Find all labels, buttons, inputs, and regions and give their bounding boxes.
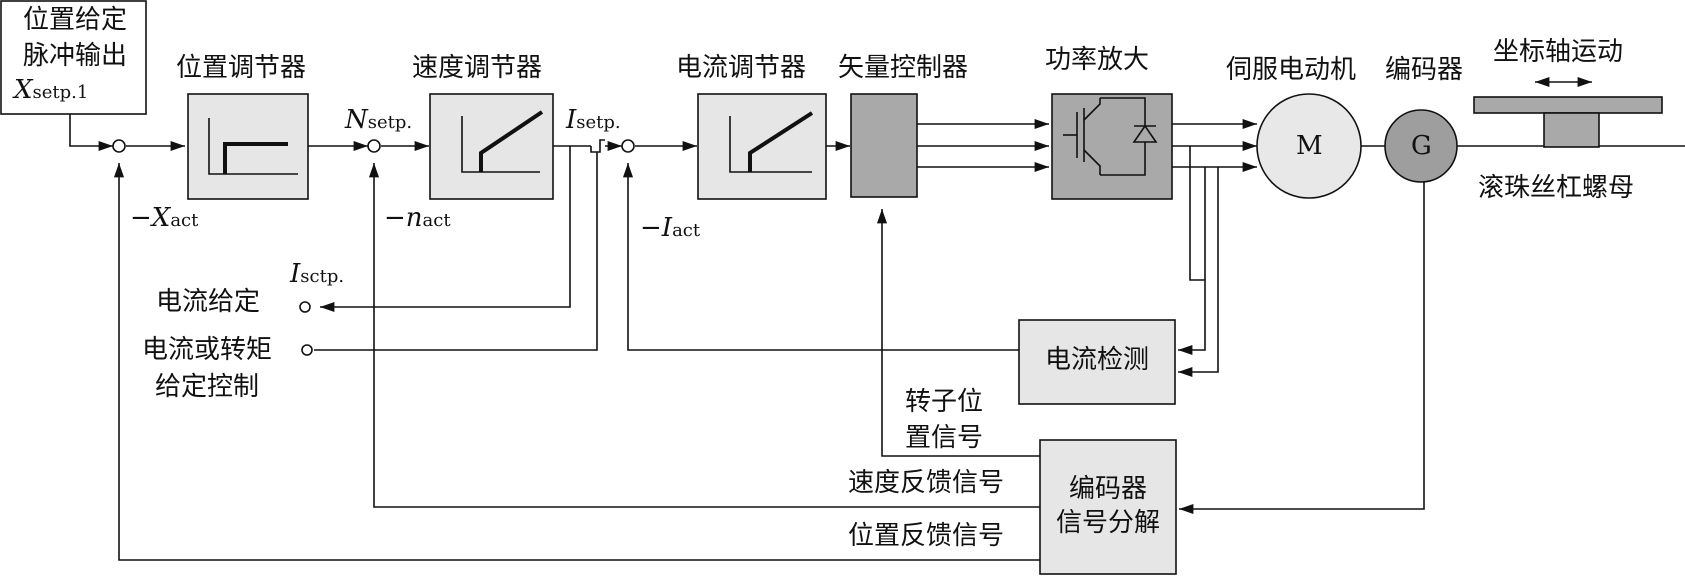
encoder-letter: G	[1411, 131, 1432, 161]
speed-feedback-label: 速度反馈信号	[848, 468, 1005, 498]
servo-motor-circle	[1256, 93, 1362, 199]
i-sctp-label: Isctp.	[290, 259, 345, 289]
position-setpoint-box	[0, 0, 147, 115]
n-setp-label: Nsetp.	[345, 105, 413, 135]
machine-table	[1473, 96, 1663, 114]
encoder-decomposition-line2: 信号分解	[1055, 508, 1160, 538]
position-regulator-title: 位置调节器	[176, 53, 307, 83]
servo-motor-title: 伺服电动机	[1226, 55, 1357, 85]
current-detection-label: 电流检测	[1045, 345, 1150, 375]
current-regulator-title: 电流调节器	[676, 53, 807, 83]
current-detection-box	[1018, 319, 1176, 405]
rotor-position-line2: 置信号	[905, 423, 984, 453]
x-act-label: −Xact	[130, 203, 199, 233]
power-amplifier-title: 功率放大	[1045, 45, 1150, 75]
position-feedback-label: 位置反馈信号	[848, 521, 1005, 551]
encoder-title: 编码器	[1385, 55, 1464, 85]
position-setpoint-symbol: Xsetp.1	[14, 75, 89, 105]
rotor-position-line1: 转子位	[905, 387, 984, 417]
ball-screw-nut	[1543, 112, 1600, 148]
torque-control-line1: 电流或转矩	[142, 335, 273, 365]
speed-regulator-title: 速度调节器	[412, 53, 543, 83]
i-act-label: −Iact	[640, 213, 701, 243]
i-setp-label: Isetp.	[566, 105, 621, 135]
vector-controller-title: 矢量控制器	[838, 53, 969, 83]
n-act-label: −nact	[384, 203, 451, 233]
vector-controller-box	[850, 93, 918, 198]
encoder-decomposition-line1: 编码器	[1068, 474, 1147, 504]
current-setpoint-label: 电流给定	[156, 287, 261, 317]
position-setpoint-line1: 位置给定	[22, 5, 127, 35]
position-setpoint-label: 位置给定 脉冲输出	[8, 2, 142, 74]
encoder-decomposition-label: 编码器 信号分解	[1040, 472, 1176, 540]
position-regulator-box	[187, 93, 309, 200]
ball-screw-title: 滚珠丝杠螺母	[1478, 173, 1635, 203]
axis-motion-title: 坐标轴运动	[1493, 37, 1624, 67]
encoder-decomposition-box	[1039, 439, 1177, 575]
encoder-circle	[1384, 109, 1458, 183]
power-amplifier-box	[1051, 93, 1173, 200]
torque-control-line2: 给定控制	[155, 372, 260, 402]
motor-letter: M	[1296, 131, 1323, 161]
position-setpoint-line2: 脉冲输出	[22, 41, 127, 71]
